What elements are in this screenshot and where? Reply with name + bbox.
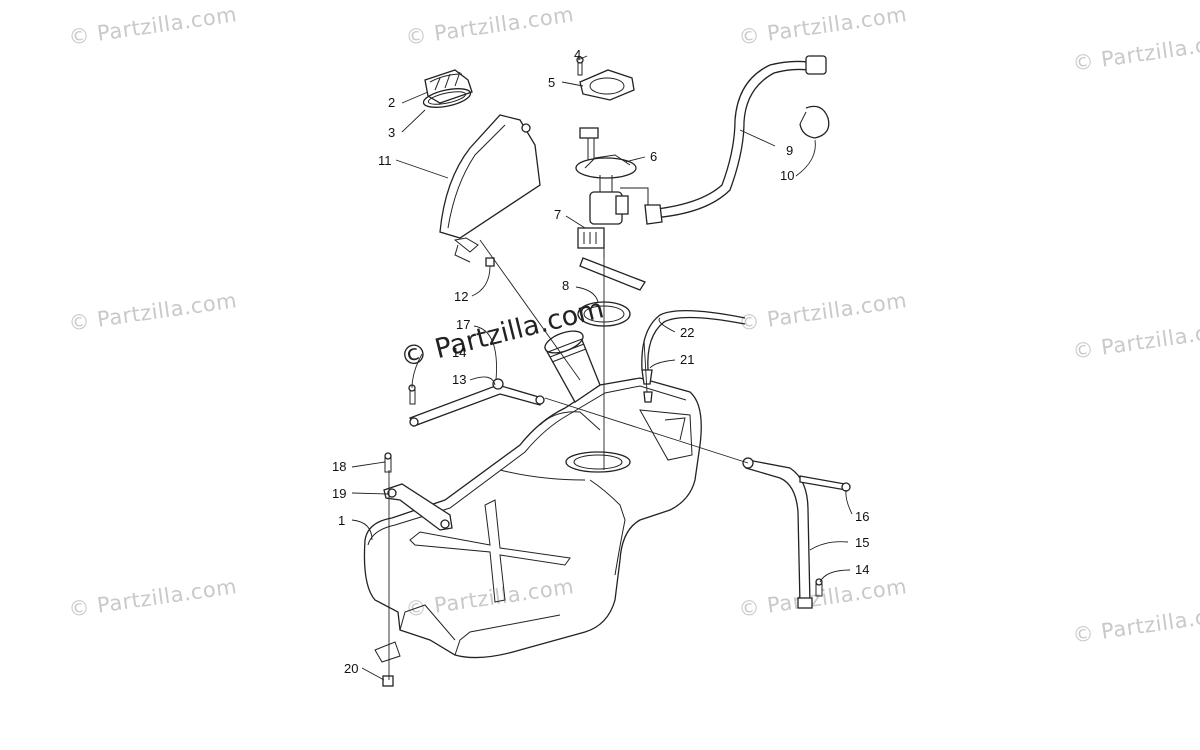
callout-14-right: 14 bbox=[855, 562, 870, 577]
callout-22: 22 bbox=[680, 325, 695, 340]
callout-7: 7 bbox=[554, 207, 562, 222]
callout-12: 12 bbox=[454, 289, 469, 304]
vent-hose-part bbox=[641, 310, 746, 403]
mounting-bracket-right-part bbox=[742, 457, 851, 609]
callout-6: 6 bbox=[650, 149, 658, 164]
callout-15: 15 bbox=[855, 535, 870, 550]
nut-20-part bbox=[374, 641, 401, 687]
callout-2: 2 bbox=[388, 95, 396, 110]
callout-20: 20 bbox=[344, 661, 359, 676]
callout-9: 9 bbox=[786, 143, 794, 158]
cap-tether-part bbox=[439, 114, 541, 263]
callout-10: 10 bbox=[780, 168, 795, 183]
hose-clamp-part bbox=[799, 105, 830, 139]
screw-12-part bbox=[485, 257, 495, 267]
mounting-bracket-left-part bbox=[408, 378, 545, 427]
callout-3: 3 bbox=[388, 125, 396, 140]
callout-8: 8 bbox=[562, 278, 570, 293]
tank-strap-part bbox=[383, 452, 453, 531]
callout-13: 13 bbox=[452, 372, 467, 387]
callout-1: 1 bbox=[338, 513, 346, 528]
filler-neck-part bbox=[544, 330, 601, 403]
callout-14-left: 14 bbox=[452, 345, 467, 360]
callout-17: 17 bbox=[456, 317, 471, 332]
fuel-hose-part bbox=[644, 55, 827, 225]
fuel-tank-part bbox=[363, 377, 702, 659]
callout-21: 21 bbox=[680, 352, 695, 367]
callout-5: 5 bbox=[548, 75, 556, 90]
callout-19: 19 bbox=[332, 486, 347, 501]
callout-4: 4 bbox=[574, 47, 582, 62]
callout-11: 11 bbox=[378, 153, 392, 168]
fuel-pump-part bbox=[575, 127, 659, 291]
fuel-cap-part bbox=[422, 69, 473, 108]
pump-flange-gasket-part bbox=[576, 56, 635, 101]
callout-18: 18 bbox=[332, 459, 347, 474]
callout-16: 16 bbox=[855, 509, 870, 524]
